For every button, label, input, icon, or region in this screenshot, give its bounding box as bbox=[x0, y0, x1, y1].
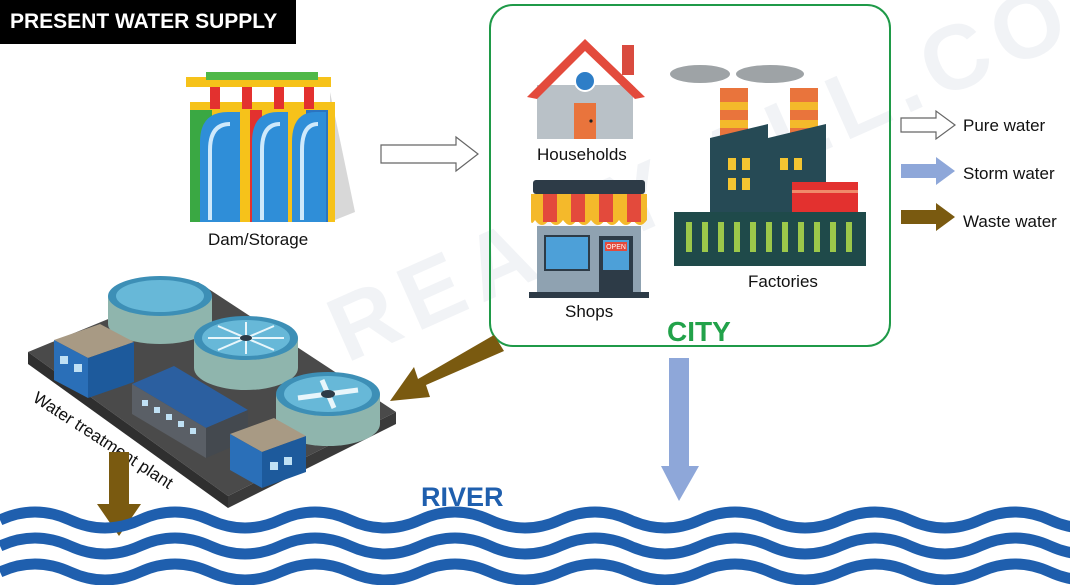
shop-sign-text: OPEN bbox=[606, 244, 626, 251]
waste-water-arrow-to-plant bbox=[390, 335, 504, 401]
shops-label: Shops bbox=[565, 302, 614, 321]
households-label: Households bbox=[537, 145, 627, 164]
legend-label: Storm water bbox=[963, 164, 1055, 183]
legend-storm-water-arrow bbox=[901, 157, 955, 185]
legend-pure-water-arrow bbox=[900, 109, 957, 141]
factory-icon bbox=[670, 65, 866, 266]
shop-icon: OPEN bbox=[529, 180, 649, 298]
treatment-plant-icon bbox=[28, 276, 396, 508]
page-title: PRESENT WATER SUPPLY bbox=[0, 0, 296, 44]
storm-water-arrow-to-river bbox=[661, 358, 699, 501]
waste-water-arrow-to-river bbox=[97, 452, 141, 536]
city-box bbox=[489, 4, 891, 347]
city-label: CITY bbox=[667, 316, 731, 347]
house-icon bbox=[527, 39, 645, 139]
legend-waste-water-arrow bbox=[901, 203, 955, 231]
river-waves bbox=[0, 506, 1070, 585]
pure-water-arrow bbox=[380, 135, 479, 173]
factories-label: Factories bbox=[748, 272, 818, 291]
dam-icon bbox=[186, 72, 355, 222]
dam-label: Dam/Storage bbox=[208, 230, 309, 249]
legend-label: Pure water bbox=[963, 116, 1046, 135]
legend-label: Waste water bbox=[963, 212, 1057, 231]
